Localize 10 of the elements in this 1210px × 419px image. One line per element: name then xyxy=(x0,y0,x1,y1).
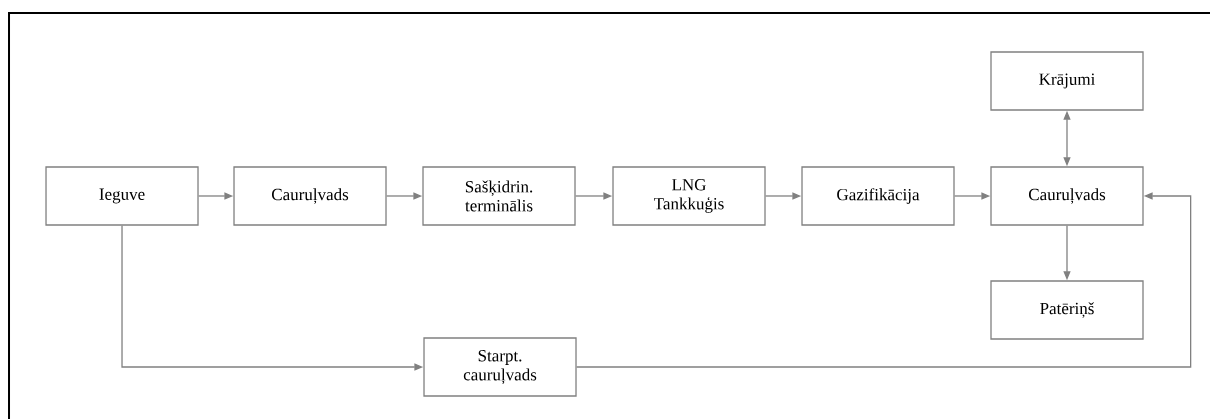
process-box: Cauruļvads xyxy=(990,166,1144,226)
process-box: Krājumi xyxy=(990,51,1144,111)
process-box: Gazifikācija xyxy=(801,166,955,226)
process-box: Ieguve xyxy=(45,166,199,226)
process-box: Starpt. cauruļvads xyxy=(423,337,577,397)
process-box: LNG Tankkuģis xyxy=(612,166,766,226)
arrow xyxy=(576,192,1192,368)
process-box: Patēriņš xyxy=(990,280,1144,340)
process-box: Cauruļvads xyxy=(233,166,387,226)
process-box: Sašķidrin. terminālis xyxy=(422,166,576,226)
